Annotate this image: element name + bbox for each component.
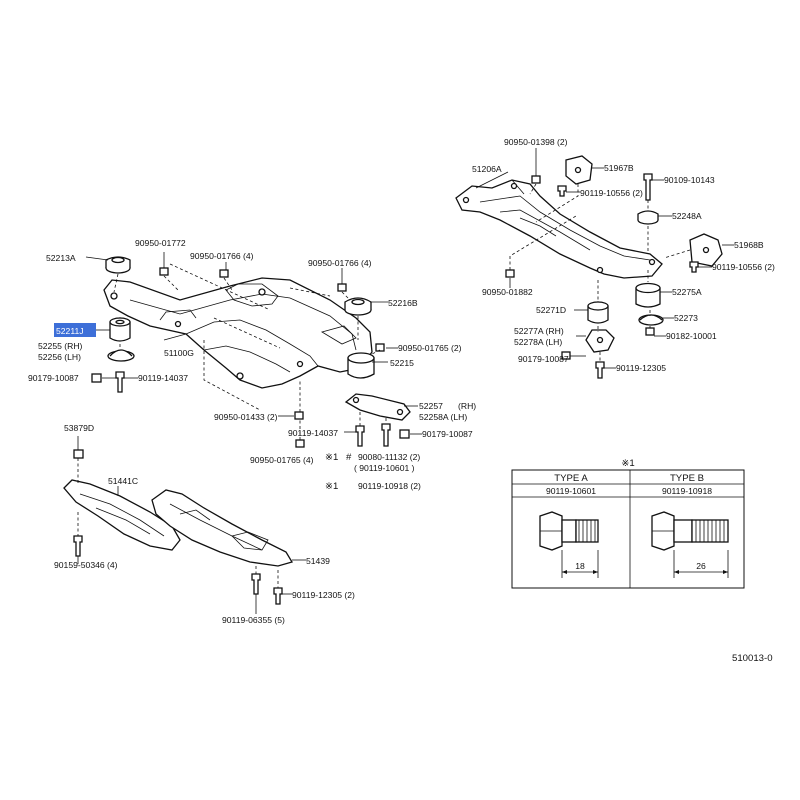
label-51968b[interactable]: 51968B: [734, 240, 764, 250]
label-90179-10087-b[interactable]: 90179-10087: [422, 429, 473, 439]
label-note1-mark[interactable]: ※1: [325, 452, 338, 463]
cushion-52216b[interactable]: [344, 297, 372, 316]
label-52216b[interactable]: 52216B: [388, 298, 418, 308]
diagram-code: 510013-0: [732, 653, 773, 664]
label-51100g[interactable]: 51100G: [164, 348, 194, 358]
label-90179-10087-a[interactable]: 90179-10087: [28, 373, 79, 383]
label-90119-10556-a[interactable]: 90119-10556 (2): [580, 188, 643, 198]
label-51206a[interactable]: 51206A: [472, 164, 502, 174]
label-90119-10556-b[interactable]: 90119-10556 (2): [712, 262, 775, 272]
cushion-52271d[interactable]: [587, 301, 609, 324]
label-52277a[interactable]: 52277A (RH): [514, 326, 564, 336]
label-90119-12305-a[interactable]: 90119-12305 (2): [292, 590, 355, 600]
label-90950-01433[interactable]: 90950-01433 (2): [214, 412, 278, 422]
label-90182-10001[interactable]: 90182-10001: [666, 331, 717, 341]
label-51441c[interactable]: 51441C: [108, 476, 138, 486]
label-90950-01766-b[interactable]: 90950-01766 (4): [308, 258, 372, 268]
label-52278a[interactable]: 52278A (LH): [514, 337, 562, 347]
label-90119-10601[interactable]: ( 90119-10601 ): [354, 463, 415, 473]
label-52255[interactable]: 52255 (RH): [38, 341, 83, 351]
table-note-mark: ※1: [621, 458, 634, 469]
label-52213a[interactable]: 52213A: [46, 253, 76, 263]
label-53879d[interactable]: 53879D: [64, 423, 94, 433]
front-leader-lines: [85, 252, 422, 435]
label-52257-rh[interactable]: (RH): [458, 401, 476, 411]
cushion-52211j[interactable]: [109, 317, 131, 342]
label-90950-01882[interactable]: 90950-01882: [482, 287, 533, 297]
label-51967b[interactable]: 51967B: [604, 163, 634, 173]
highlight-52211j: [54, 323, 96, 337]
label-90179-10087-c[interactable]: 90179-10087: [518, 354, 569, 364]
label-90119-10918[interactable]: 90119-10918 (2): [358, 481, 421, 491]
label-90119-06355[interactable]: 90119-06355 (5): [222, 615, 285, 625]
under-cover-51439[interactable]: [151, 489, 293, 567]
label-52215[interactable]: 52215: [390, 358, 414, 368]
bracket-51967b[interactable]: [565, 155, 593, 185]
label-52257[interactable]: 52257: [419, 401, 443, 411]
retainer-52273[interactable]: [638, 314, 664, 326]
label-90950-01766-a[interactable]: 90950-01766 (4): [190, 251, 254, 261]
table-dim-a: 18: [575, 561, 585, 571]
bushing-52213a[interactable]: [105, 256, 131, 274]
label-52211j[interactable]: 52211J: [56, 326, 84, 336]
label-90950-01765-a[interactable]: 90950-01765 (2): [398, 343, 462, 353]
table-header-type-b: TYPE B: [670, 473, 704, 484]
rear-leader-lines: [475, 148, 734, 369]
table-part-b: 90119-10918: [662, 486, 712, 496]
label-52275a[interactable]: 52275A: [672, 287, 702, 297]
table-dim-b: 26: [696, 561, 706, 571]
label-52271d[interactable]: 52271D: [536, 305, 566, 315]
front-guide-lines: [113, 263, 387, 440]
bracket-51968b[interactable]: [689, 233, 723, 267]
label-52256[interactable]: 52256 (LH): [38, 352, 81, 362]
rear-guide-lines: [509, 183, 691, 362]
part-labels[interactable]: 52213A 90950-01772 90950-01766 (4) 90950…: [28, 137, 775, 625]
label-90950-01765-b[interactable]: 90950-01765 (4): [250, 455, 314, 465]
label-90950-01398[interactable]: 90950-01398 (2): [504, 137, 568, 147]
cushion-52215[interactable]: [347, 352, 375, 379]
label-51439[interactable]: 51439: [306, 556, 330, 566]
under-cover-51441c[interactable]: [63, 479, 181, 551]
label-90119-14037-b[interactable]: 90119-14037: [288, 428, 338, 438]
bracket-52277a[interactable]: [585, 329, 615, 353]
label-90119-12305-b[interactable]: 90119-12305: [616, 363, 666, 373]
type-b-bolt-icon: [651, 511, 729, 578]
label-note2-mark[interactable]: ※1: [325, 481, 338, 492]
table-header-type-a: TYPE A: [554, 473, 588, 484]
label-90080-11132[interactable]: 90080-11132 (2): [358, 452, 420, 462]
label-note1-hash[interactable]: #: [346, 452, 352, 463]
rear-fasteners: [505, 173, 699, 379]
under-cover-fasteners: [73, 449, 283, 605]
label-90159-50346[interactable]: 90159-50346 (4): [54, 560, 118, 570]
bracket-52257[interactable]: [344, 393, 411, 421]
type-table: ※1 TYPE A TYPE B 90119-10601 90119-10918…: [511, 458, 745, 589]
label-90950-01772[interactable]: 90950-01772: [135, 238, 186, 248]
label-52273[interactable]: 52273: [674, 313, 698, 323]
label-52248a[interactable]: 52248A: [672, 211, 702, 221]
label-52258a[interactable]: 52258A (LH): [419, 412, 467, 422]
under-cover-lines: [77, 436, 306, 614]
label-90119-14037-a[interactable]: 90119-14037: [138, 373, 188, 383]
type-a-bolt-icon: [539, 511, 599, 578]
retainer-52255[interactable]: [107, 349, 135, 362]
cushion-52248a[interactable]: [637, 210, 659, 225]
cushion-52275a[interactable]: [635, 282, 661, 308]
table-part-a: 90119-10601: [546, 486, 596, 496]
label-90109-10143[interactable]: 90109-10143: [664, 175, 715, 185]
rear-crossmember-51206a[interactable]: [455, 179, 663, 279]
front-crossmember-51100g[interactable]: [103, 277, 373, 389]
